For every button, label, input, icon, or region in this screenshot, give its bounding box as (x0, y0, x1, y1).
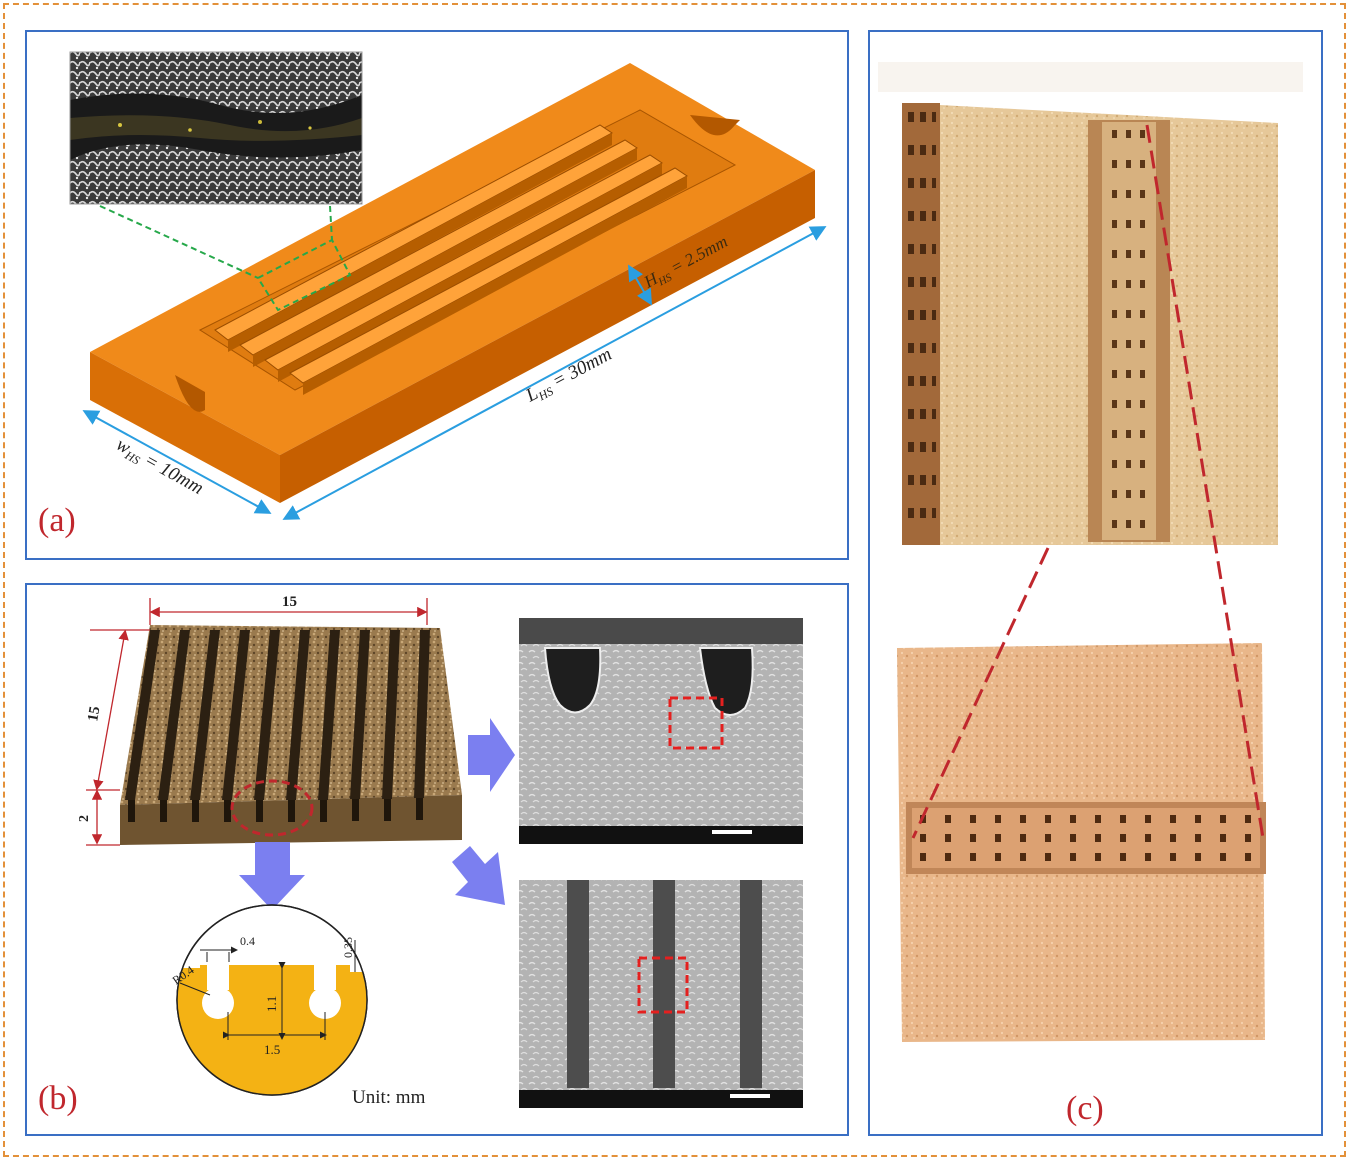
width-dimension-arrow (82, 410, 272, 514)
unit-label: Unit: mm (352, 1087, 426, 1108)
detail-label-1-5: 1.5 (264, 1042, 280, 1057)
groove-cross-section-detail: 0.4 0.35 R0.4 1.1 1.5 (170, 904, 368, 1096)
printed-sample-top-photo (878, 62, 1303, 545)
dim-base-label: 2 (77, 815, 92, 822)
bottom-channel-holes (920, 815, 1251, 861)
detail-label-0-35: 0.35 (341, 937, 355, 958)
length-dimension-arrow (282, 226, 827, 520)
outer-dashed-frame (3, 3, 1346, 1157)
grooved-wick-sample (120, 625, 462, 845)
fin-micrograph-inset (69, 51, 363, 205)
detail-label-1-1: 1.1 (264, 996, 279, 1012)
detail-label-0-4: 0.4 (240, 934, 255, 948)
panel-b-label: (b) (38, 1080, 78, 1117)
projection-lines (911, 124, 1265, 839)
printed-sample-bottom-photo (897, 643, 1266, 1042)
panel-a-frame (25, 30, 849, 560)
sample-dimensions (86, 598, 428, 846)
side-channel-holes (908, 112, 936, 518)
flow-arrows (239, 718, 515, 910)
panel-c-frame (868, 30, 1323, 1136)
panel-b-frame (25, 583, 849, 1136)
panel-c-label: (c) (1066, 1090, 1104, 1127)
groove-zoom-circle (230, 779, 314, 837)
sem-top-view-image (519, 880, 803, 1108)
panel-a-label: (a) (38, 502, 76, 539)
center-channel-holes (1112, 130, 1145, 528)
dim-top-label: 15 (282, 594, 297, 610)
sem-cross-section-image (519, 618, 803, 844)
height-dimension-arrow (627, 264, 653, 306)
dim-side-label: 15 (85, 705, 103, 723)
